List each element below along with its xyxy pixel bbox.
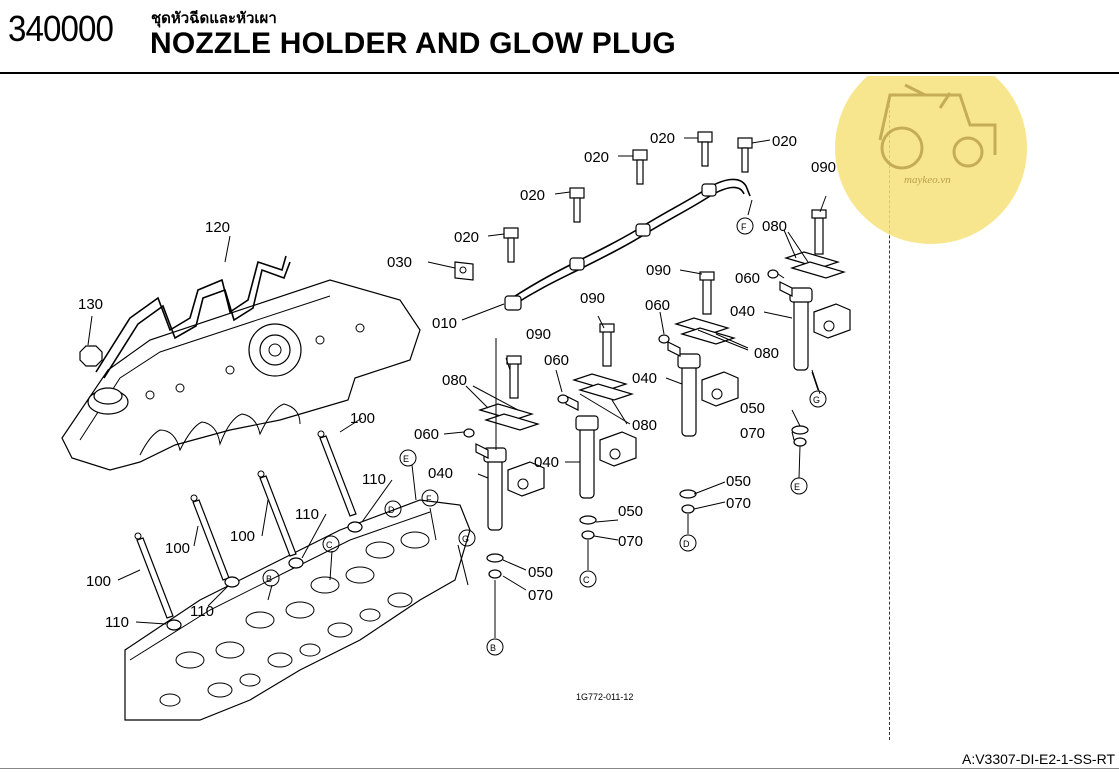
svg-text:C: C <box>326 540 333 550</box>
label-130: 130 <box>78 296 103 313</box>
label-090: 090 <box>646 262 671 279</box>
nut-130 <box>79 345 103 367</box>
title-thai: ชุดหัวฉีดและหัวเผา <box>151 10 277 27</box>
label-060: 060 <box>735 270 760 287</box>
label-020: 020 <box>650 130 675 147</box>
label-070: 070 <box>726 495 751 512</box>
glow-plug-100-c <box>257 470 297 557</box>
label-070: 070 <box>740 425 765 442</box>
watermark-text: maykeo.vn <box>904 174 951 186</box>
svg-text:F: F <box>426 494 432 504</box>
ref-G-upper: G <box>458 529 476 547</box>
label-070: 070 <box>618 533 643 550</box>
ref-C-upper: C <box>322 535 340 553</box>
svg-text:B: B <box>490 643 496 653</box>
label-020: 020 <box>520 187 545 204</box>
page-header: 340000 ชุดหัวฉีดและหัวเผา NOZZLE HOLDER … <box>0 0 1119 76</box>
section-code: 340000 <box>8 8 114 49</box>
label-100: 100 <box>165 540 190 557</box>
reference-letters: E F G D C B F G E D C B <box>262 217 827 656</box>
label-110: 110 <box>295 506 319 523</box>
separator-dashed-line <box>889 100 890 740</box>
label-080: 080 <box>632 417 657 434</box>
drawing-number: 1G772-011-12 <box>576 692 633 702</box>
ref-B-upper: B <box>262 569 280 587</box>
label-100: 100 <box>86 573 111 590</box>
label-090: 090 <box>811 159 836 176</box>
watermark-logo: maykeo.vn <box>835 76 1027 244</box>
ref-D-upper: D <box>384 500 402 518</box>
label-040: 040 <box>428 465 453 482</box>
label-070: 070 <box>528 587 553 604</box>
label-110: 110 <box>105 614 129 631</box>
label-020: 020 <box>772 133 797 150</box>
pipe-clip-030 <box>454 261 474 281</box>
svg-text:D: D <box>388 505 395 515</box>
glow-plug-nut-110 <box>166 521 363 631</box>
ref-G-lower: G <box>809 390 827 408</box>
label-030: 030 <box>387 254 412 271</box>
model-code: A:V3307-DI-E2-1-SS-RT <box>961 751 1115 767</box>
label-010: 010 <box>432 315 457 332</box>
svg-text:B: B <box>266 574 272 584</box>
label-110: 110 <box>190 603 214 620</box>
label-050: 050 <box>528 564 553 581</box>
label-100: 100 <box>350 410 375 427</box>
label-020: 020 <box>454 229 479 246</box>
ref-F-upper: F <box>421 489 439 507</box>
label-080: 080 <box>442 372 467 389</box>
label-120: 120 <box>205 219 230 236</box>
label-080: 080 <box>754 345 779 362</box>
header-rule <box>0 72 1119 74</box>
glow-plug-100-d <box>317 430 357 517</box>
cylinder-head <box>124 499 471 721</box>
banjo-bolt-020 <box>503 131 753 263</box>
ref-B-lower: B <box>486 638 504 656</box>
injector-assembly-c <box>557 323 637 540</box>
rocker-cover <box>61 279 421 471</box>
label-040: 040 <box>632 370 657 387</box>
leak-off-pipe-010 <box>504 178 751 311</box>
injector-assembly-b <box>463 355 545 579</box>
label-080: 080 <box>762 218 787 235</box>
ref-C-lower: C <box>579 570 597 588</box>
exploded-parts-diagram: maykeo.vn <box>61 76 1027 721</box>
ref-D-lower: D <box>679 534 697 552</box>
ref-leaders <box>494 371 819 638</box>
svg-text:E: E <box>403 454 409 464</box>
label-040: 040 <box>730 303 755 320</box>
label-090: 090 <box>580 290 605 307</box>
svg-text:E: E <box>794 482 800 492</box>
ref-E-lower: E <box>790 477 808 495</box>
footer-rule <box>0 768 1119 769</box>
svg-text:D: D <box>683 539 690 549</box>
svg-text:F: F <box>741 222 747 232</box>
glow-plug-100-b <box>190 494 230 581</box>
label-050: 050 <box>740 400 765 417</box>
glow-plug-100-a <box>134 532 174 619</box>
bracket-120 <box>95 255 291 379</box>
label-060: 060 <box>645 297 670 314</box>
label-110: 110 <box>362 471 386 488</box>
label-100: 100 <box>230 528 255 545</box>
label-020: 020 <box>584 149 609 166</box>
title-english: NOZZLE HOLDER AND GLOW PLUG <box>150 27 676 60</box>
svg-text:G: G <box>462 534 469 544</box>
label-060: 060 <box>414 426 439 443</box>
label-090: 090 <box>526 326 551 343</box>
label-060: 060 <box>544 352 569 369</box>
ref-F-lower: F <box>736 217 754 235</box>
ref-E-upper: E <box>399 449 417 467</box>
label-040: 040 <box>534 454 559 471</box>
part-labels: 120 130 100 110 110 100 100 100 110 110 … <box>78 130 836 631</box>
svg-text:C: C <box>583 575 590 585</box>
svg-text:G: G <box>813 395 820 405</box>
injector-assembly-e <box>767 209 851 447</box>
label-050: 050 <box>618 503 643 520</box>
label-050: 050 <box>726 473 751 490</box>
leader-lines <box>87 137 827 625</box>
